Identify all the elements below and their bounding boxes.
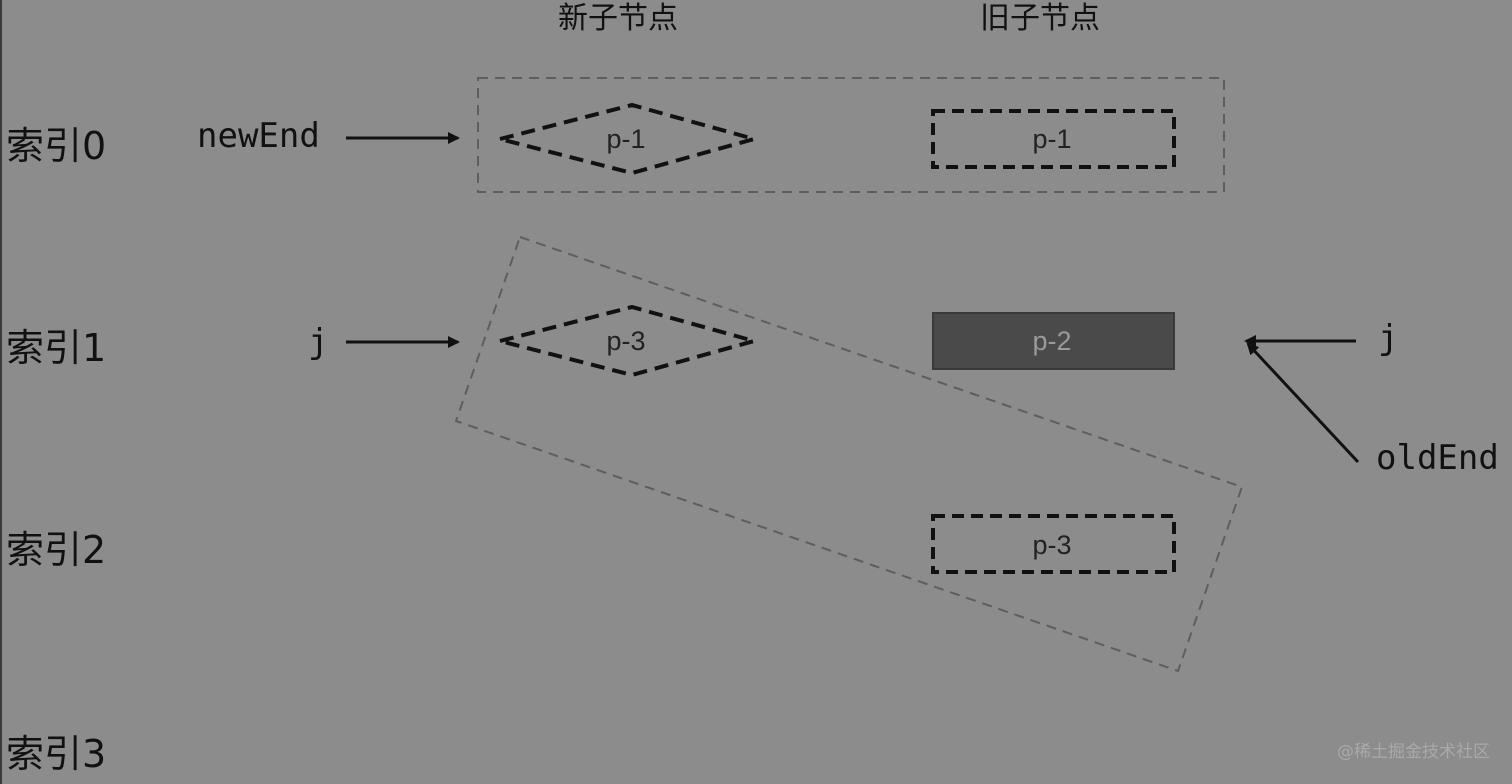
new-children-header: 新子节点 [558, 1, 678, 36]
old-end-arrow [1246, 342, 1360, 464]
old-children-header: 旧子节点 [980, 1, 1100, 36]
old-end-pointer-label: oldEnd [1376, 438, 1499, 478]
row-label-3: 索引3 [6, 732, 107, 776]
new-node-p1: p-1 [499, 102, 762, 176]
new-node-p3-label: p-3 [606, 326, 645, 356]
new-j-pointer-label: j [308, 322, 329, 362]
row-label-2: 索引2 [6, 528, 107, 572]
old-node-p3-label: p-3 [1032, 530, 1071, 560]
watermark: @稀土掘金技术社区 [1337, 742, 1490, 762]
new-end-pointer-label: newEnd [197, 116, 320, 156]
new-node-p1-label: p-1 [606, 124, 645, 154]
old-j-pointer-label: j [1378, 318, 1399, 358]
old-node-p1-label: p-1 [1032, 124, 1071, 154]
new-node-p3: p-3 [499, 304, 762, 378]
row0-match-group-box [477, 77, 1225, 193]
old-node-p2-label: p-2 [1032, 326, 1071, 356]
old-node-p2: p-2 [932, 312, 1175, 370]
row-label-0: 索引0 [6, 124, 107, 168]
old-node-p1: p-1 [931, 109, 1176, 169]
old-node-p3: p-3 [931, 514, 1176, 574]
p3-match-group-box [454, 235, 1244, 673]
row-label-1: 索引1 [6, 326, 107, 370]
